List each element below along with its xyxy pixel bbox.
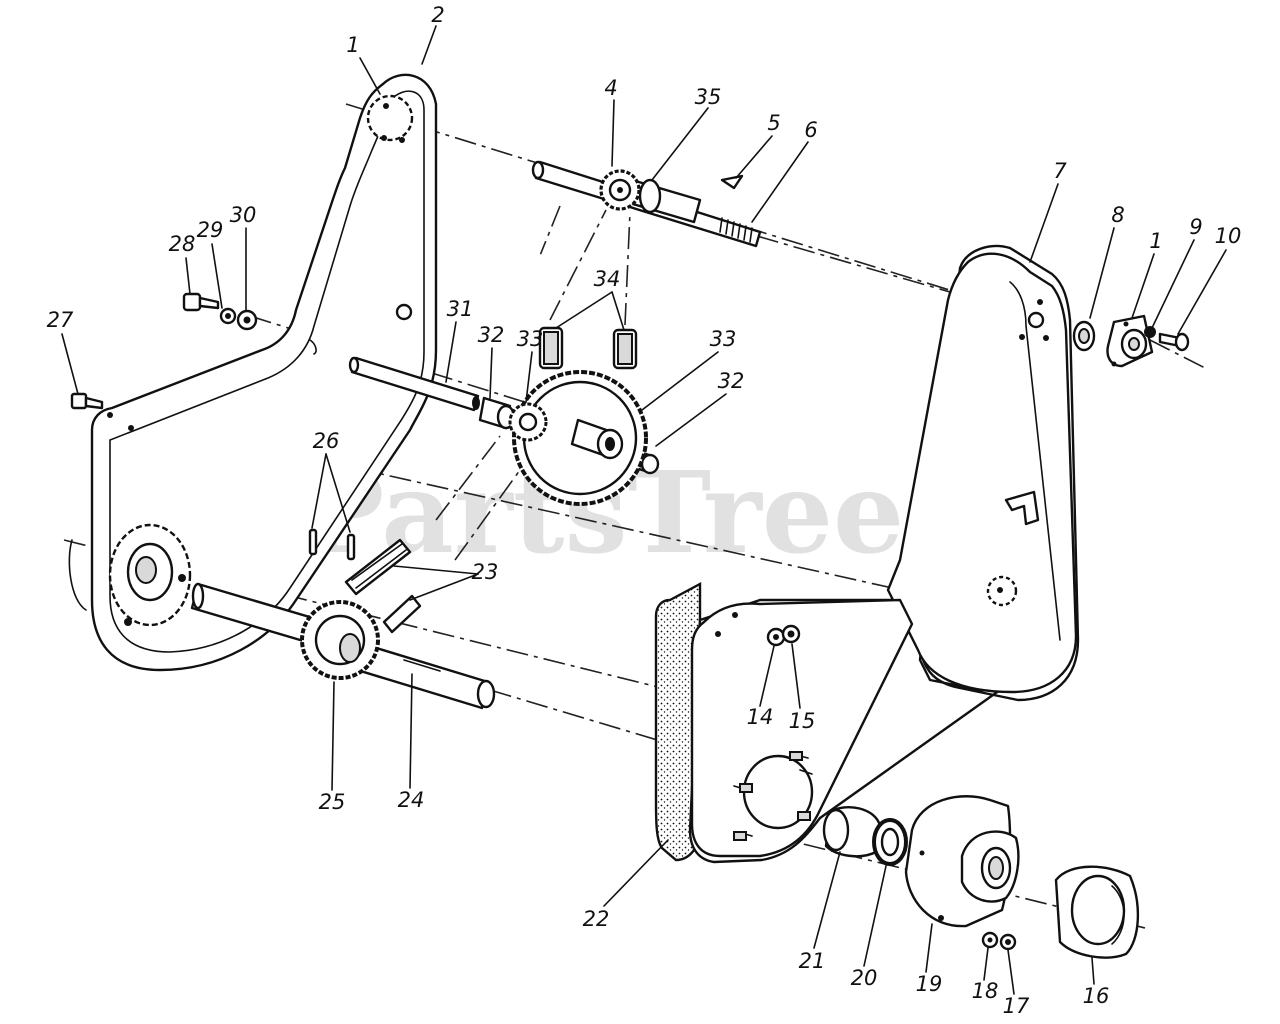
small-sprocket-33[interactable] <box>508 402 548 442</box>
callout-32[interactable]: 32 <box>718 369 745 393</box>
callout-31[interactable]: 31 <box>447 297 474 321</box>
middle-shaft[interactable] <box>309 339 480 412</box>
washer-18[interactable] <box>981 931 999 949</box>
callout-27[interactable]: 27 <box>47 308 74 332</box>
callout-22[interactable]: 22 <box>583 907 610 931</box>
callout-30[interactable]: 30 <box>230 203 257 227</box>
woodruff-key[interactable] <box>720 174 744 190</box>
left-chain-case[interactable] <box>68 73 438 672</box>
bearing-8[interactable] <box>1072 320 1096 352</box>
callout-6[interactable]: 6 <box>804 118 817 142</box>
roll-pins[interactable] <box>308 528 356 561</box>
callout-1[interactable]: 1 <box>1149 229 1162 253</box>
nut-15[interactable] <box>781 624 801 644</box>
cap-16[interactable] <box>1054 865 1140 959</box>
callout-10[interactable]: 10 <box>1215 224 1242 248</box>
callout-5[interactable]: 5 <box>767 111 780 135</box>
callout-15[interactable]: 15 <box>789 709 816 733</box>
bearing-flange-right[interactable] <box>1106 314 1154 368</box>
callout-14[interactable]: 14 <box>747 705 774 729</box>
callout-19[interactable]: 19 <box>916 972 943 996</box>
hub-flange-19[interactable] <box>904 795 1020 928</box>
callout-21[interactable]: 21 <box>799 949 826 973</box>
callout-18[interactable]: 18 <box>972 979 999 1003</box>
callout-9[interactable]: 9 <box>1189 215 1202 239</box>
callout-1[interactable]: 1 <box>346 33 359 57</box>
callout-34[interactable]: 34 <box>594 267 621 291</box>
upper-sprocket[interactable] <box>599 169 641 211</box>
callout-25[interactable]: 25 <box>319 790 346 814</box>
lockwasher-29[interactable] <box>219 307 237 325</box>
callout-29[interactable]: 29 <box>197 218 224 242</box>
lockwasher-9[interactable] <box>1144 326 1156 338</box>
upper-shaft[interactable] <box>531 160 762 248</box>
bolt-28[interactable] <box>182 292 220 312</box>
callout-2[interactable]: 2 <box>431 3 444 27</box>
callout-7[interactable]: 7 <box>1053 159 1067 183</box>
callout-24[interactable]: 24 <box>398 788 425 812</box>
callout-4[interactable]: 4 <box>604 76 617 100</box>
right-chain-case[interactable] <box>688 244 1080 864</box>
bushing-21[interactable] <box>822 805 882 858</box>
callout-26[interactable]: 26 <box>313 429 340 453</box>
callout-28[interactable]: 28 <box>169 232 196 256</box>
callout-35[interactable]: 35 <box>695 85 722 109</box>
axle-sprocket[interactable] <box>300 600 380 680</box>
washer-30[interactable] <box>236 309 258 331</box>
callout-16[interactable]: 16 <box>1083 984 1110 1008</box>
callout-17[interactable]: 17 <box>1003 994 1030 1018</box>
lower-chain[interactable] <box>344 538 422 634</box>
callout-20[interactable]: 20 <box>851 966 878 990</box>
callout-8[interactable]: 8 <box>1111 203 1124 227</box>
nut-17[interactable] <box>999 933 1017 951</box>
bearing-left[interactable] <box>366 94 414 143</box>
callout-33[interactable]: 33 <box>710 327 737 351</box>
upper-chain[interactable] <box>538 209 638 370</box>
callout-32[interactable]: 32 <box>478 323 505 347</box>
washer-14[interactable] <box>766 627 786 647</box>
screw-27[interactable] <box>70 392 104 410</box>
leader-lines <box>61 25 1227 995</box>
callout-23[interactable]: 23 <box>472 560 499 584</box>
screw-10[interactable] <box>1158 332 1190 352</box>
large-sprocket[interactable] <box>512 370 648 506</box>
seal-20[interactable] <box>872 818 908 866</box>
callout-33[interactable]: 33 <box>517 327 544 351</box>
